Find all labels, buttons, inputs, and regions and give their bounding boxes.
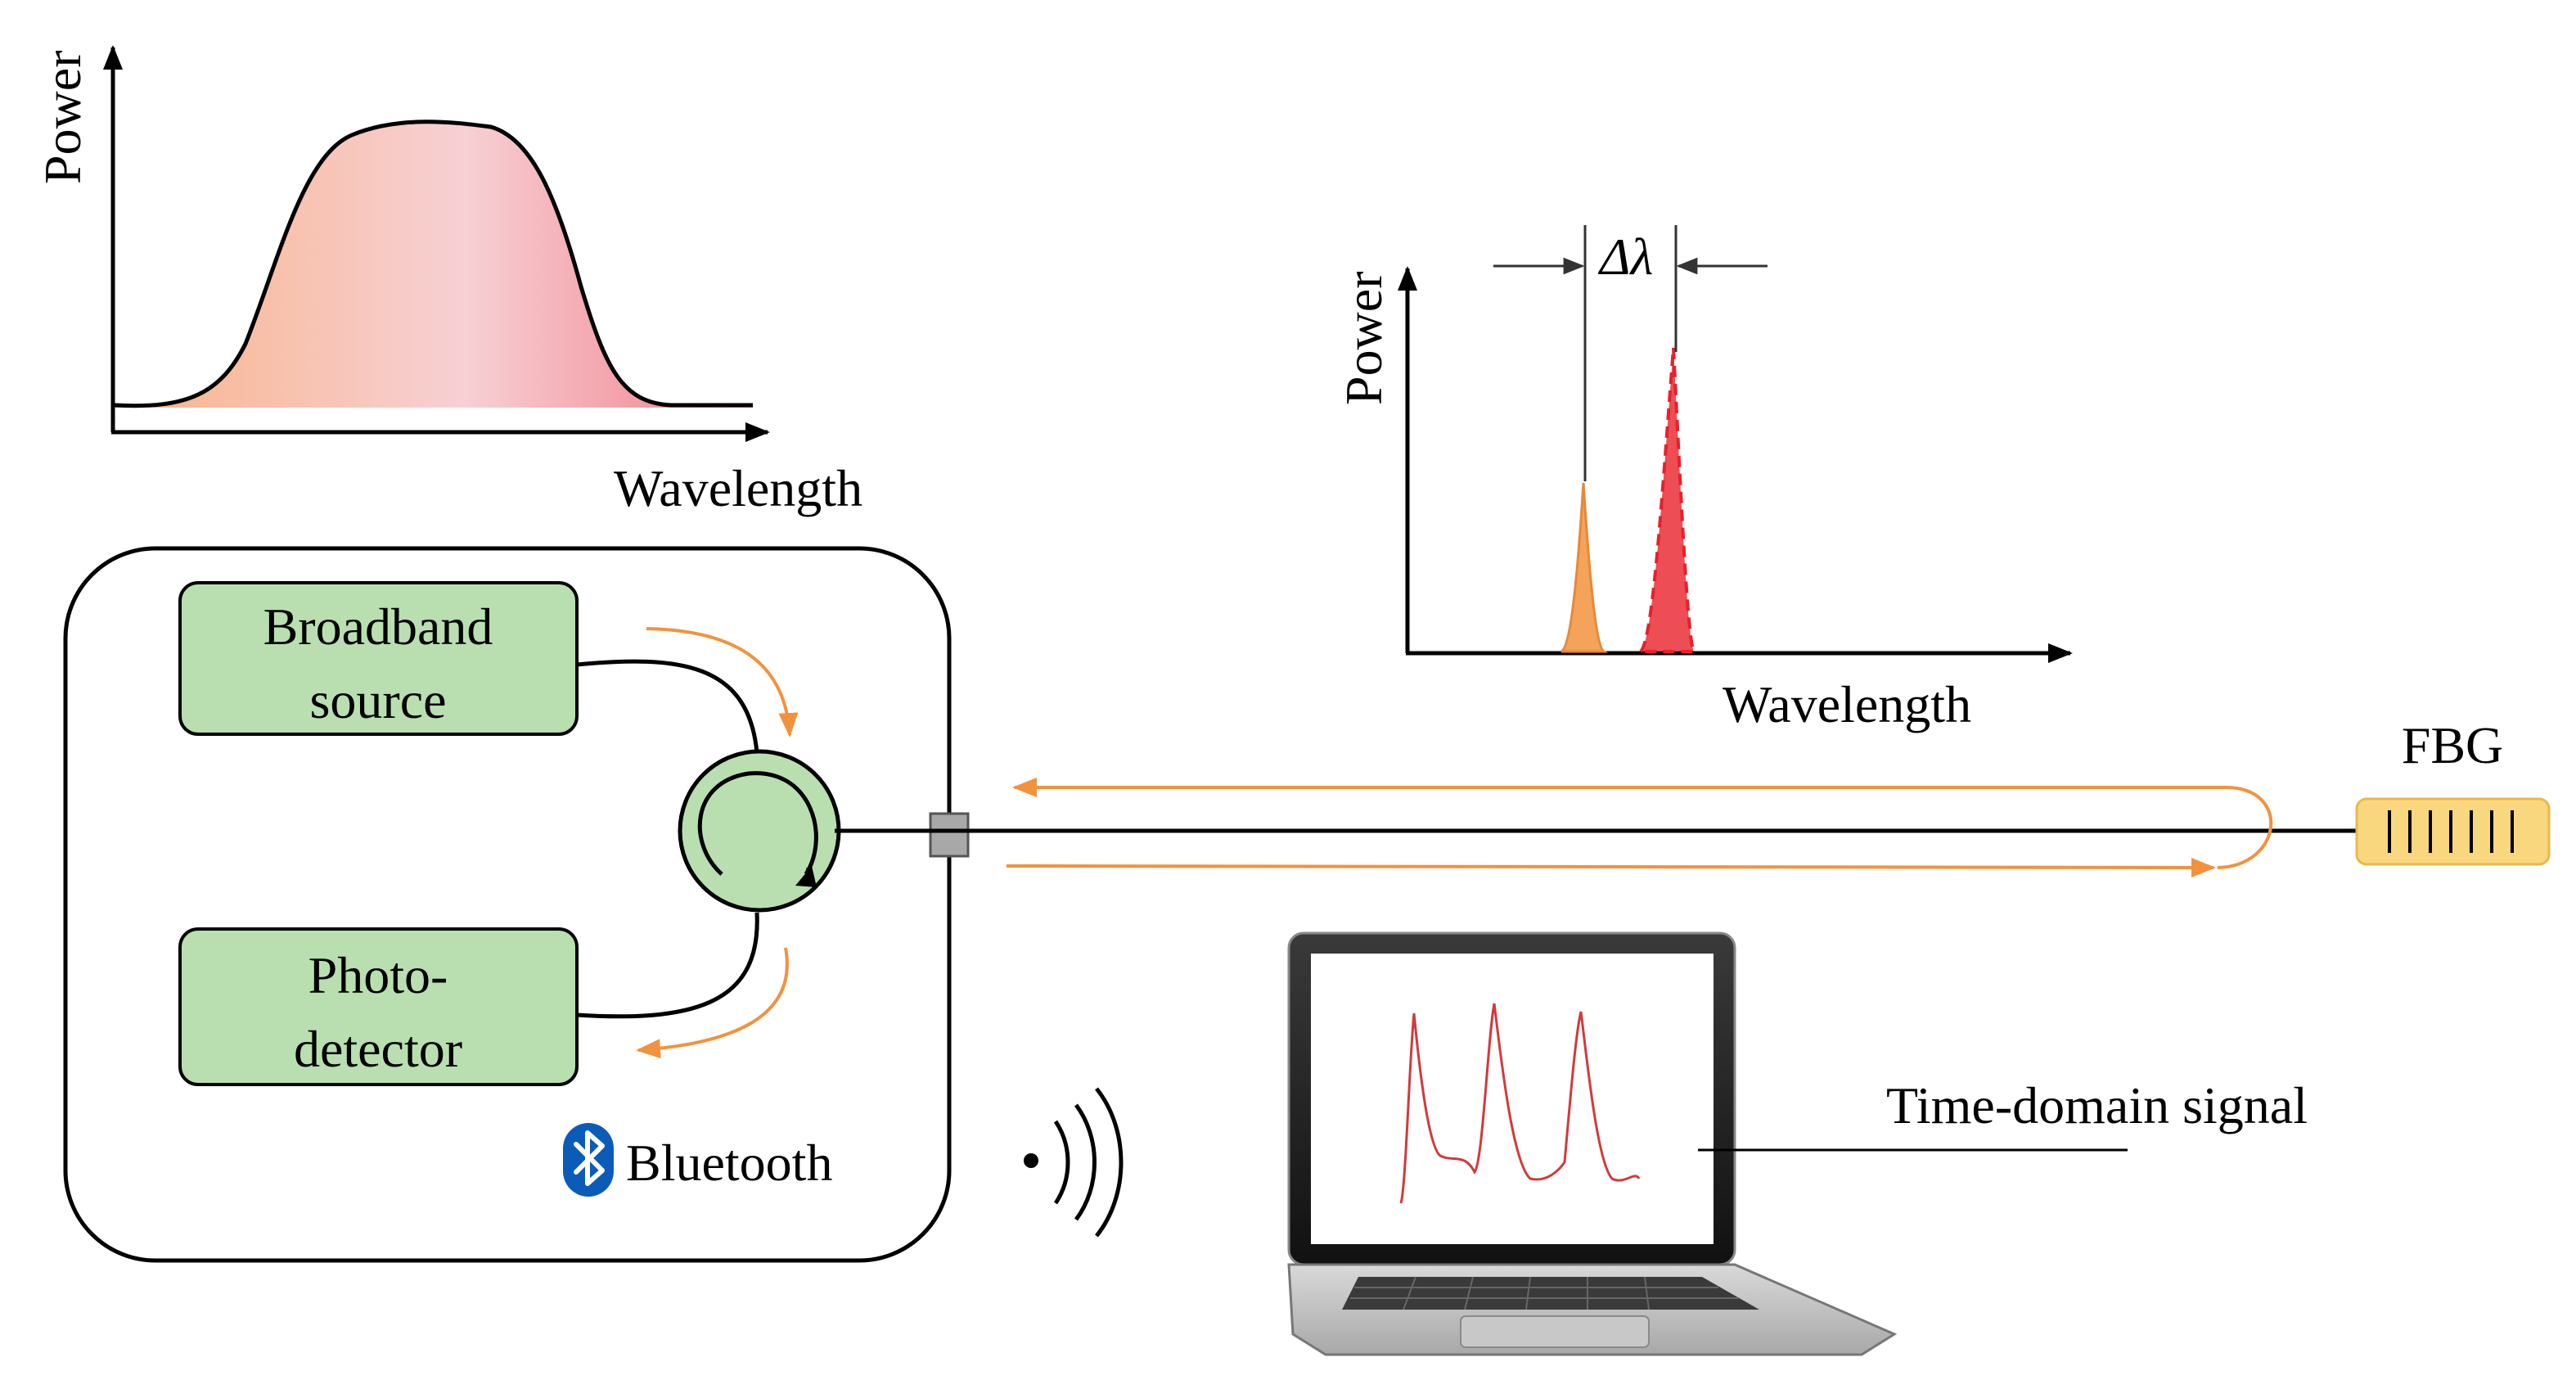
incident-light-arrow: [1006, 857, 2216, 877]
fiber-link: FBG: [835, 716, 2551, 877]
wireless-signal-icon: [1024, 1087, 1124, 1238]
light-in-arrow: [646, 627, 799, 737]
photodetector-label-line1: Photo-: [308, 946, 448, 1004]
circulator-arrowhead: [795, 866, 817, 887]
source-x-label: Wavelength: [614, 459, 862, 517]
broadband-label-line2: source: [309, 671, 446, 729]
signal-label: Time-domain signal: [1886, 1076, 2308, 1134]
time-domain-signal: [1399, 1003, 1641, 1204]
circulator-direction-icon: [697, 771, 818, 876]
reflected-x-label: Wavelength: [1723, 675, 1971, 733]
fiber-source-to-circulator: [576, 659, 759, 754]
laptop-keys: [1350, 1276, 1739, 1310]
fiber-circulator-to-detector: [576, 912, 759, 1019]
interrogator-unit: Broadband source Photo- detector Bluetoo…: [63, 546, 970, 1263]
source-spectrum-fill: [115, 121, 753, 408]
laptop: [1287, 931, 1898, 1356]
source-spectrum-curve: [114, 120, 753, 408]
reflected-y-label: Power: [1335, 271, 1393, 405]
reflected-light-arrow: [1012, 778, 2273, 869]
fbg-sensor: [2355, 797, 2551, 866]
fiber-connector: [929, 812, 970, 858]
interrogator-enclosure: [63, 546, 952, 1263]
source-y-label: Power: [34, 50, 92, 184]
shifted-peak: [1637, 347, 1697, 653]
delta-lambda-label: Δλ: [1597, 228, 1653, 286]
fbg-grating-lines: [2388, 810, 2514, 853]
bluetooth-label: Bluetooth: [626, 1134, 832, 1192]
bluetooth-icon: [574, 1130, 605, 1186]
original-peak: [1560, 482, 1609, 653]
source-spectrum-plot: Power Wavelength: [34, 45, 862, 517]
broadband-source-block: [178, 581, 579, 736]
reflected-spectrum-plot: Power Wavelength Δλ: [1335, 225, 2073, 733]
laptop-keyboard: [1342, 1277, 1759, 1310]
photodetector-label-line2: detector: [294, 1020, 462, 1078]
laptop-trackpad: [1460, 1315, 1650, 1348]
photodetector-block: [178, 927, 579, 1086]
bluetooth-badge: Bluetooth: [563, 1123, 832, 1197]
broadband-label-line1: Broadband: [263, 598, 493, 656]
fbg-label: FBG: [2402, 716, 2504, 774]
laptop-screen: [1311, 954, 1714, 1244]
light-out-arrow: [636, 947, 789, 1059]
